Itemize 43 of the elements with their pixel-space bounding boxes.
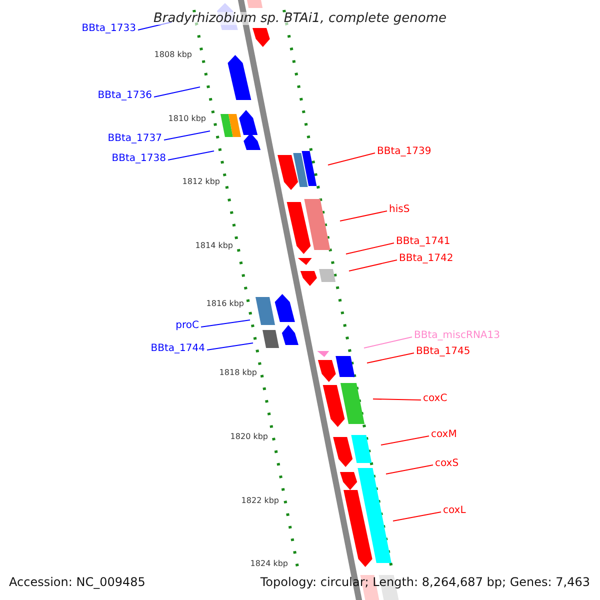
gene-label: coxL [443,506,466,516]
scale-label: 1818 kbp [219,369,257,377]
leader-line [372,398,422,400]
genome-summary-text: Topology: circular; Length: 8,264,687 bp; Genes: 7,463 [260,576,590,588]
leader-line [340,210,388,222]
gene-label: BBta_1745 [416,347,470,357]
leader-line [392,512,442,522]
leader-line [138,22,172,30]
gene-label: BBta_1739 [377,147,432,157]
scale-label: 1810 kbp [168,115,206,123]
gene-label: coxS [435,459,459,469]
gene-label: BBta_1737 [108,134,162,144]
scale-label: 1812 kbp [182,178,220,186]
leader-line [164,130,210,140]
gene-label: BBta_1744 [150,344,205,354]
leader-line [154,86,200,98]
leader-line [346,242,394,254]
leader-line [168,150,214,160]
gene-label: BBta_1738 [112,154,166,164]
leader-line [328,152,376,166]
scale-label: 1808 kbp [154,51,192,59]
gene-label: coxM [431,430,457,440]
leader-line [366,352,414,364]
scale-label: 1816 kbp [206,300,244,308]
leader-line [348,260,398,272]
gene-label: hisS [389,205,410,215]
leader-line [364,336,412,348]
scale-label: 1820 kbp [230,433,268,441]
gene-label: BBta_1733 [82,24,136,34]
leader-line [206,342,254,350]
leader-line [380,436,430,446]
gene-label: BBta_1741 [396,237,450,247]
gene-label: BBta_1742 [399,254,454,264]
accession-text: Accession: NC_009485 [9,576,146,588]
gene-label: proC [176,321,199,331]
scale-label: 1822 kbp [241,497,279,505]
gene-label: BBta_miscRNA13 [414,331,500,341]
leader-line [200,320,250,328]
leader-line [386,464,434,474]
scale-label: 1814 kbp [195,242,233,250]
gene-label: BBta_1736 [98,91,152,101]
scale-label: 1824 kbp [250,560,288,568]
gene-label: coxC [423,394,448,404]
